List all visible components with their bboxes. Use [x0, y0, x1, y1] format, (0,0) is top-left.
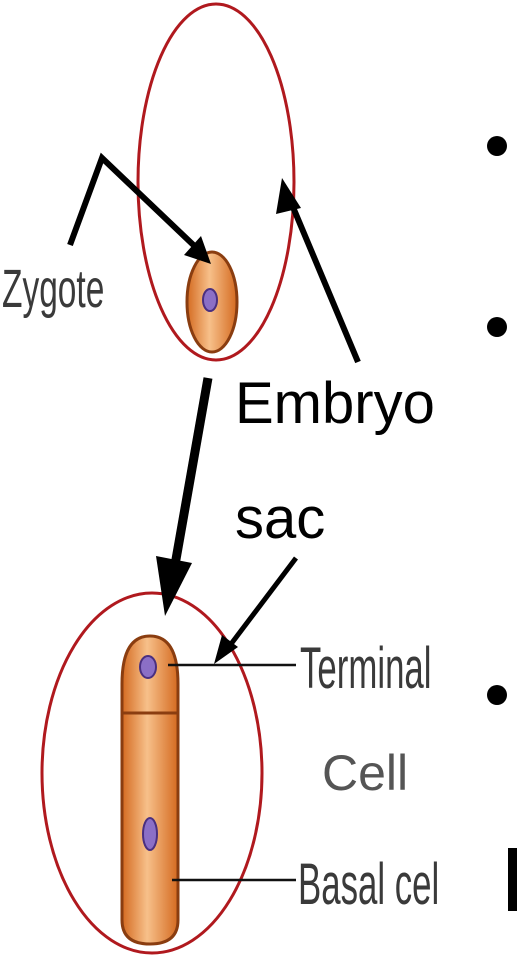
two-cell-embryo — [120, 634, 180, 946]
cell-label: Cell — [322, 745, 409, 801]
development-arrow — [156, 377, 213, 616]
embryo-label: Embryo — [235, 371, 435, 436]
terminal-label: Terminal — [300, 636, 432, 701]
terminal-cell-nucleus — [139, 655, 157, 679]
basal-cell-nucleus — [142, 817, 158, 851]
clipped-text-fragment — [508, 848, 517, 911]
zygote-pointer-arrow — [67, 152, 211, 264]
upper-highlight-ellipse — [136, 2, 296, 362]
bullet-2 — [487, 317, 507, 337]
embryo-pointer-arrow — [276, 178, 361, 364]
bullet-3 — [487, 685, 507, 705]
zygote-nucleus — [202, 288, 218, 312]
basal-cell-label: Basal cel — [298, 852, 440, 917]
lower-highlight-ellipse — [40, 591, 264, 955]
zygote-cell — [185, 250, 239, 354]
zygote-label: Zygote — [2, 259, 105, 319]
bullet-1 — [487, 136, 507, 156]
sac-label: sac — [235, 486, 326, 551]
bullet-markers — [487, 136, 507, 705]
sac-pointer-arrow — [214, 556, 298, 664]
